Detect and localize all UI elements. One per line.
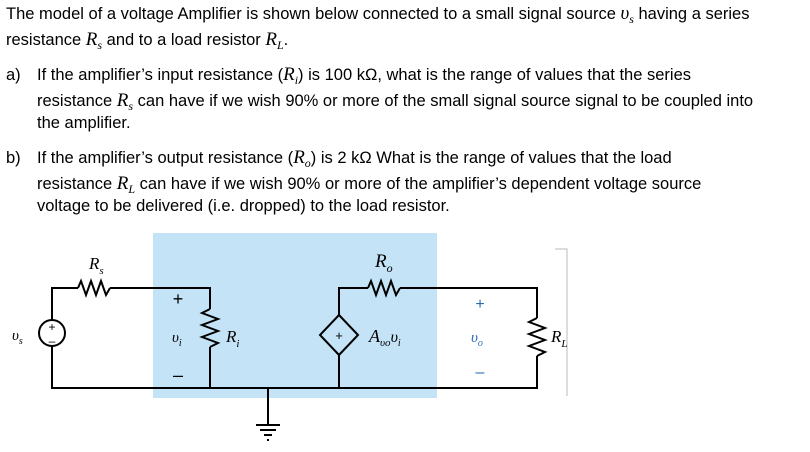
part-a-line-1: If the amplifier’s input resistance (Ri)… [37,64,692,88]
wire-bottom-left [51,346,211,389]
part-a-line-2: resistance Rs can have if we wish 90% or… [37,90,754,114]
wire-load-top [437,287,538,318]
part-b-line-3: voltage to be delivered (i.e. dropped) t… [37,197,450,215]
part-b-line-2: resistance RL can have if we wish 90% or… [37,173,702,197]
vo-minus: – [476,364,485,381]
vi-label: υi [172,330,182,349]
resistor-ri [199,308,221,348]
wire-load-bottom [437,356,538,389]
ri-symbol: R [283,64,295,85]
vs-plus: + [48,320,55,334]
part-a-line-3: the amplifier. [37,114,131,132]
vo-label: υo [471,330,483,349]
intro-text-2-mid: and to a load resistor [102,31,266,49]
intro-text-1-tail: having a series [633,5,750,23]
rl-label-sub: L [560,338,567,350]
part-a-text-1-start: If the amplifier’s input resistance ( [37,66,284,84]
rl-symbol: R [265,29,277,50]
gain-label-sub: υo [380,337,391,349]
rs-subscript: s [97,38,103,52]
rs-label-sub: s [99,265,103,277]
rs-subscript-a: s [128,99,134,113]
gain-label-var: υ [391,329,398,346]
voltage-source-circle [38,319,66,347]
vo-label-main: υ [471,330,478,346]
part-b-text-2-start: resistance [37,175,117,193]
vi-plus: + [173,289,184,309]
vi-label-sub: i [179,338,182,349]
gain-label-main: A [368,326,381,346]
gain-label-var-sub: i [398,338,401,349]
amplifier-box [153,233,437,398]
resistor-rs [77,278,111,298]
rs-label-main: R [88,254,100,273]
intro-line-2: resistance Rs and to a load resistor RL. [6,29,289,53]
vs-label: υs [12,328,23,347]
part-b-label: b) [6,149,21,167]
rl-label-main: R [550,327,562,346]
rs-label: Rs [88,254,104,277]
source-subscript: s [629,12,634,26]
gain-label: Aυoυi [368,326,401,349]
vo-label-sub: o [478,338,483,349]
wire-to-ri-top [110,287,211,309]
vs-label-main: υ [12,328,19,344]
part-a-label: a) [6,66,21,84]
part-a-text-2-start: resistance [37,92,117,110]
wire-dep-top [338,287,368,315]
vo-plus: + [475,296,484,313]
part-b-line-1: If the amplifier’s output resistance (Ro… [37,147,672,171]
ri-label-sub: i [236,338,239,350]
rs-symbol-a: R [116,90,129,111]
intro-text-1: The model of a voltage Amplifier is show… [6,5,616,23]
vi-label-main: υ [172,330,179,346]
vi-minus: – [173,365,183,385]
grey-bracket [555,248,568,396]
part-b-text-2-end: can have if we wish 90% or more of the a… [135,175,702,193]
ri-label-main: R [225,327,237,346]
ro-label-sub: o [387,261,393,275]
rl-label: RL [550,327,568,350]
dep-plus: + [335,328,343,343]
rl-subscript: L [276,38,284,52]
part-b-text-1-end: ) is 2 kΩ What is the range of values th… [310,149,672,167]
source-symbol: υ [620,3,630,24]
rl-subscript-b: L [128,182,136,196]
resistor-rl [526,317,548,357]
ro-subscript: o [304,156,311,170]
rs-symbol: R [85,29,98,50]
intro-line-1: The model of a voltage Amplifier is show… [6,3,750,27]
rl-symbol-b: R [116,173,129,194]
part-b-text-1-start: If the amplifier’s output resistance ( [37,149,294,167]
ro-label: Ro [374,251,393,275]
wire-ground [210,387,339,425]
ground-icon [256,424,280,441]
amplifier-circuit-diagram: + – + – + + – Rs υs υi Ri Ro Aυoυi υo RL [12,233,568,441]
ro-symbol: R [293,147,305,168]
resistor-ro [367,278,401,298]
vs-minus: – [49,334,56,348]
vs-label-sub: s [19,336,23,347]
intro-text-2-start: resistance [6,31,82,49]
ro-label-main: R [374,251,387,272]
ri-label: Ri [225,327,239,350]
dependent-source-diamond [318,313,360,357]
part-a-text-2-end: can have if we wish 90% or more of the s… [133,92,754,110]
intro-text-2-end: . [283,31,289,49]
wire-source-top [51,287,78,320]
ri-subscript: i [294,73,299,87]
part-a-text-1-end: ) is 100 kΩ, what is the range of values… [298,66,692,84]
